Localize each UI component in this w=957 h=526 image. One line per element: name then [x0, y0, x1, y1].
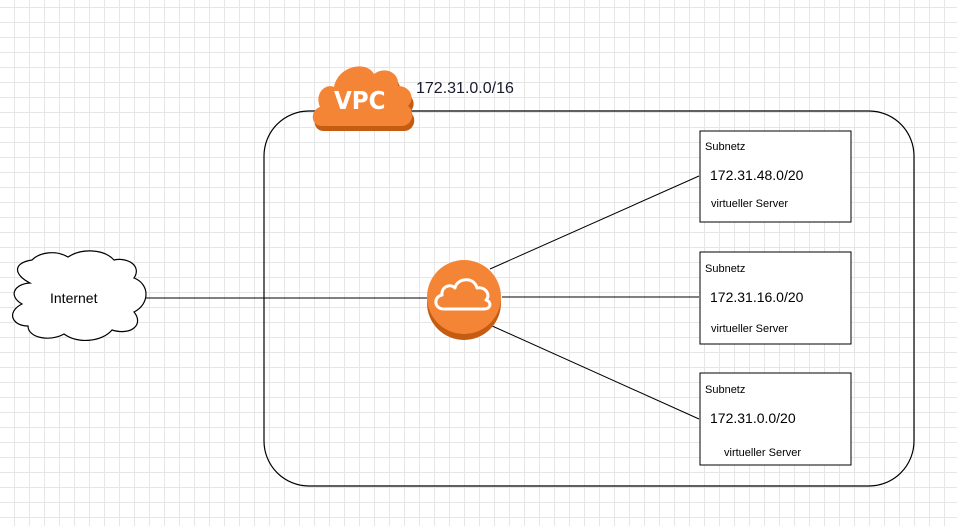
- subnet-box-2[interactable]: [699, 251, 852, 345]
- subnet-2-server: virtueller Server: [711, 323, 789, 335]
- gateway-to-subnet-3-line: [489, 324, 700, 420]
- internet-gateway-cloud-icon[interactable]: [427, 260, 501, 340]
- subnet-3-cidr: 172.31.0.0/20: [710, 410, 796, 426]
- gateway-to-subnet-1-line: [489, 175, 700, 270]
- subnet-2-title: Subnetz: [705, 263, 746, 275]
- cloud-shape-icon[interactable]: [12, 250, 147, 341]
- subnet-1-server: virtueller Server: [711, 198, 789, 210]
- subnet-1-title: Subnetz: [705, 141, 746, 153]
- subnet-2-cidr: 172.31.16.0/20: [710, 289, 804, 305]
- internet-label: Internet: [50, 290, 98, 306]
- aws-vpc-cloud-icon: [312, 66, 415, 131]
- subnet-3-title: Subnetz: [705, 384, 746, 396]
- subnet-1-cidr: 172.31.48.0/20: [710, 167, 804, 183]
- subnet-box-1[interactable]: [699, 130, 852, 223]
- subnet-box-3[interactable]: [699, 372, 852, 466]
- vpc-cidr-label: 172.31.0.0/16: [416, 80, 514, 97]
- subnet-3-server: virtueller Server: [724, 447, 802, 459]
- vpc-badge-label: VPC: [334, 86, 386, 115]
